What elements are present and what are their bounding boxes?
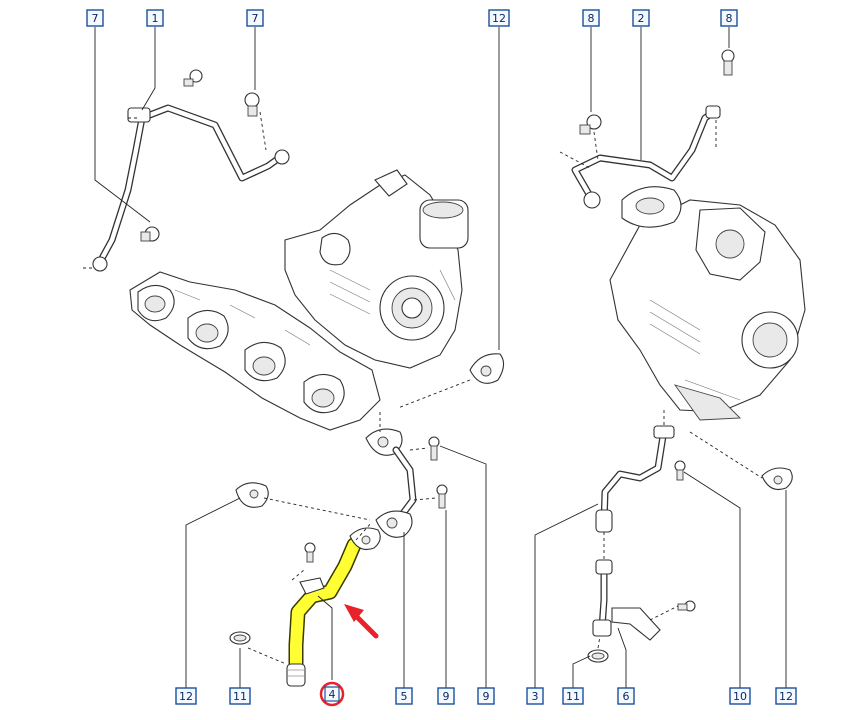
turbocharger-right-view xyxy=(609,186,806,421)
bracket-bolt-upper xyxy=(183,69,203,87)
callout-9-bottom-right: 9 xyxy=(477,687,495,705)
bolt-8-right xyxy=(721,49,735,76)
callout-label: 4 xyxy=(329,688,336,701)
callout-label: 6 xyxy=(623,690,630,703)
callout-label: 5 xyxy=(401,690,408,703)
oil-feed-pipe-right xyxy=(571,105,721,209)
callout-6: 6 xyxy=(617,687,635,705)
bolt-9-upper xyxy=(428,436,440,461)
oil-feed-pipe-left xyxy=(92,104,290,272)
right-assembly xyxy=(534,27,806,688)
bolt-10 xyxy=(674,460,686,481)
callout-label: 7 xyxy=(252,12,259,25)
gasket-12-left xyxy=(235,482,269,508)
gasket-12-upper xyxy=(469,353,505,384)
bolt-near-pipe-4 xyxy=(304,542,316,563)
turbocharger-left-view xyxy=(284,169,469,369)
oil-return-pipe-4-highlighted xyxy=(286,527,381,687)
callout-label: 8 xyxy=(726,12,733,25)
callout-11-bottom-right: 11 xyxy=(562,687,584,705)
callout-label: 12 xyxy=(492,12,506,25)
callout-label: 12 xyxy=(779,690,793,703)
o-ring-11-left xyxy=(229,631,251,645)
callout-label: 2 xyxy=(638,12,645,25)
callout-label: 9 xyxy=(483,690,490,703)
callout-11-bottom-left: 11 xyxy=(229,687,251,705)
exhaust-manifold xyxy=(129,271,381,431)
gasket-12-right xyxy=(761,467,793,491)
banjo-bolt-7-upper xyxy=(244,92,260,117)
callout-label: 12 xyxy=(179,690,193,703)
callout-2: 2 xyxy=(632,9,650,27)
callout-12-top: 12 xyxy=(488,9,510,27)
banjo-bolt-7-lower xyxy=(140,226,160,242)
bolt-9-lower xyxy=(436,484,448,509)
callout-label: 10 xyxy=(733,690,747,703)
callout-12-bottom-right: 12 xyxy=(775,687,797,705)
callout-12-bottom-left: 12 xyxy=(175,687,197,705)
bolt-8-left xyxy=(579,114,602,135)
callout-7-top-middle: 7 xyxy=(246,9,264,27)
bolt-near-pipe-6 xyxy=(677,600,696,612)
callout-9-bottom-left: 9 xyxy=(437,687,455,705)
oil-return-pipe-3 xyxy=(595,425,675,533)
callout-8-top-left: 8 xyxy=(582,9,600,27)
left-assembly xyxy=(80,27,505,688)
callout-label: 11 xyxy=(566,690,580,703)
callout-label: 11 xyxy=(233,690,247,703)
callout-label: 3 xyxy=(532,690,539,703)
callout-label: 9 xyxy=(443,690,450,703)
callout-1: 1 xyxy=(146,9,164,27)
callout-label: 1 xyxy=(152,12,159,25)
callout-label: 8 xyxy=(588,12,595,25)
callout-4-highlighted: 4 xyxy=(319,681,345,707)
oil-return-pipe-6 xyxy=(592,559,661,641)
callout-3: 3 xyxy=(526,687,544,705)
callout-label: 7 xyxy=(92,12,99,25)
o-ring-11-right xyxy=(587,649,609,663)
callout-10: 10 xyxy=(729,687,751,705)
callout-8-top-right: 8 xyxy=(720,9,738,27)
callout-7-top-left: 7 xyxy=(86,9,104,27)
callout-5: 5 xyxy=(395,687,413,705)
oil-return-pipe-5 xyxy=(365,428,417,538)
red-pointer-arrow xyxy=(344,604,379,639)
